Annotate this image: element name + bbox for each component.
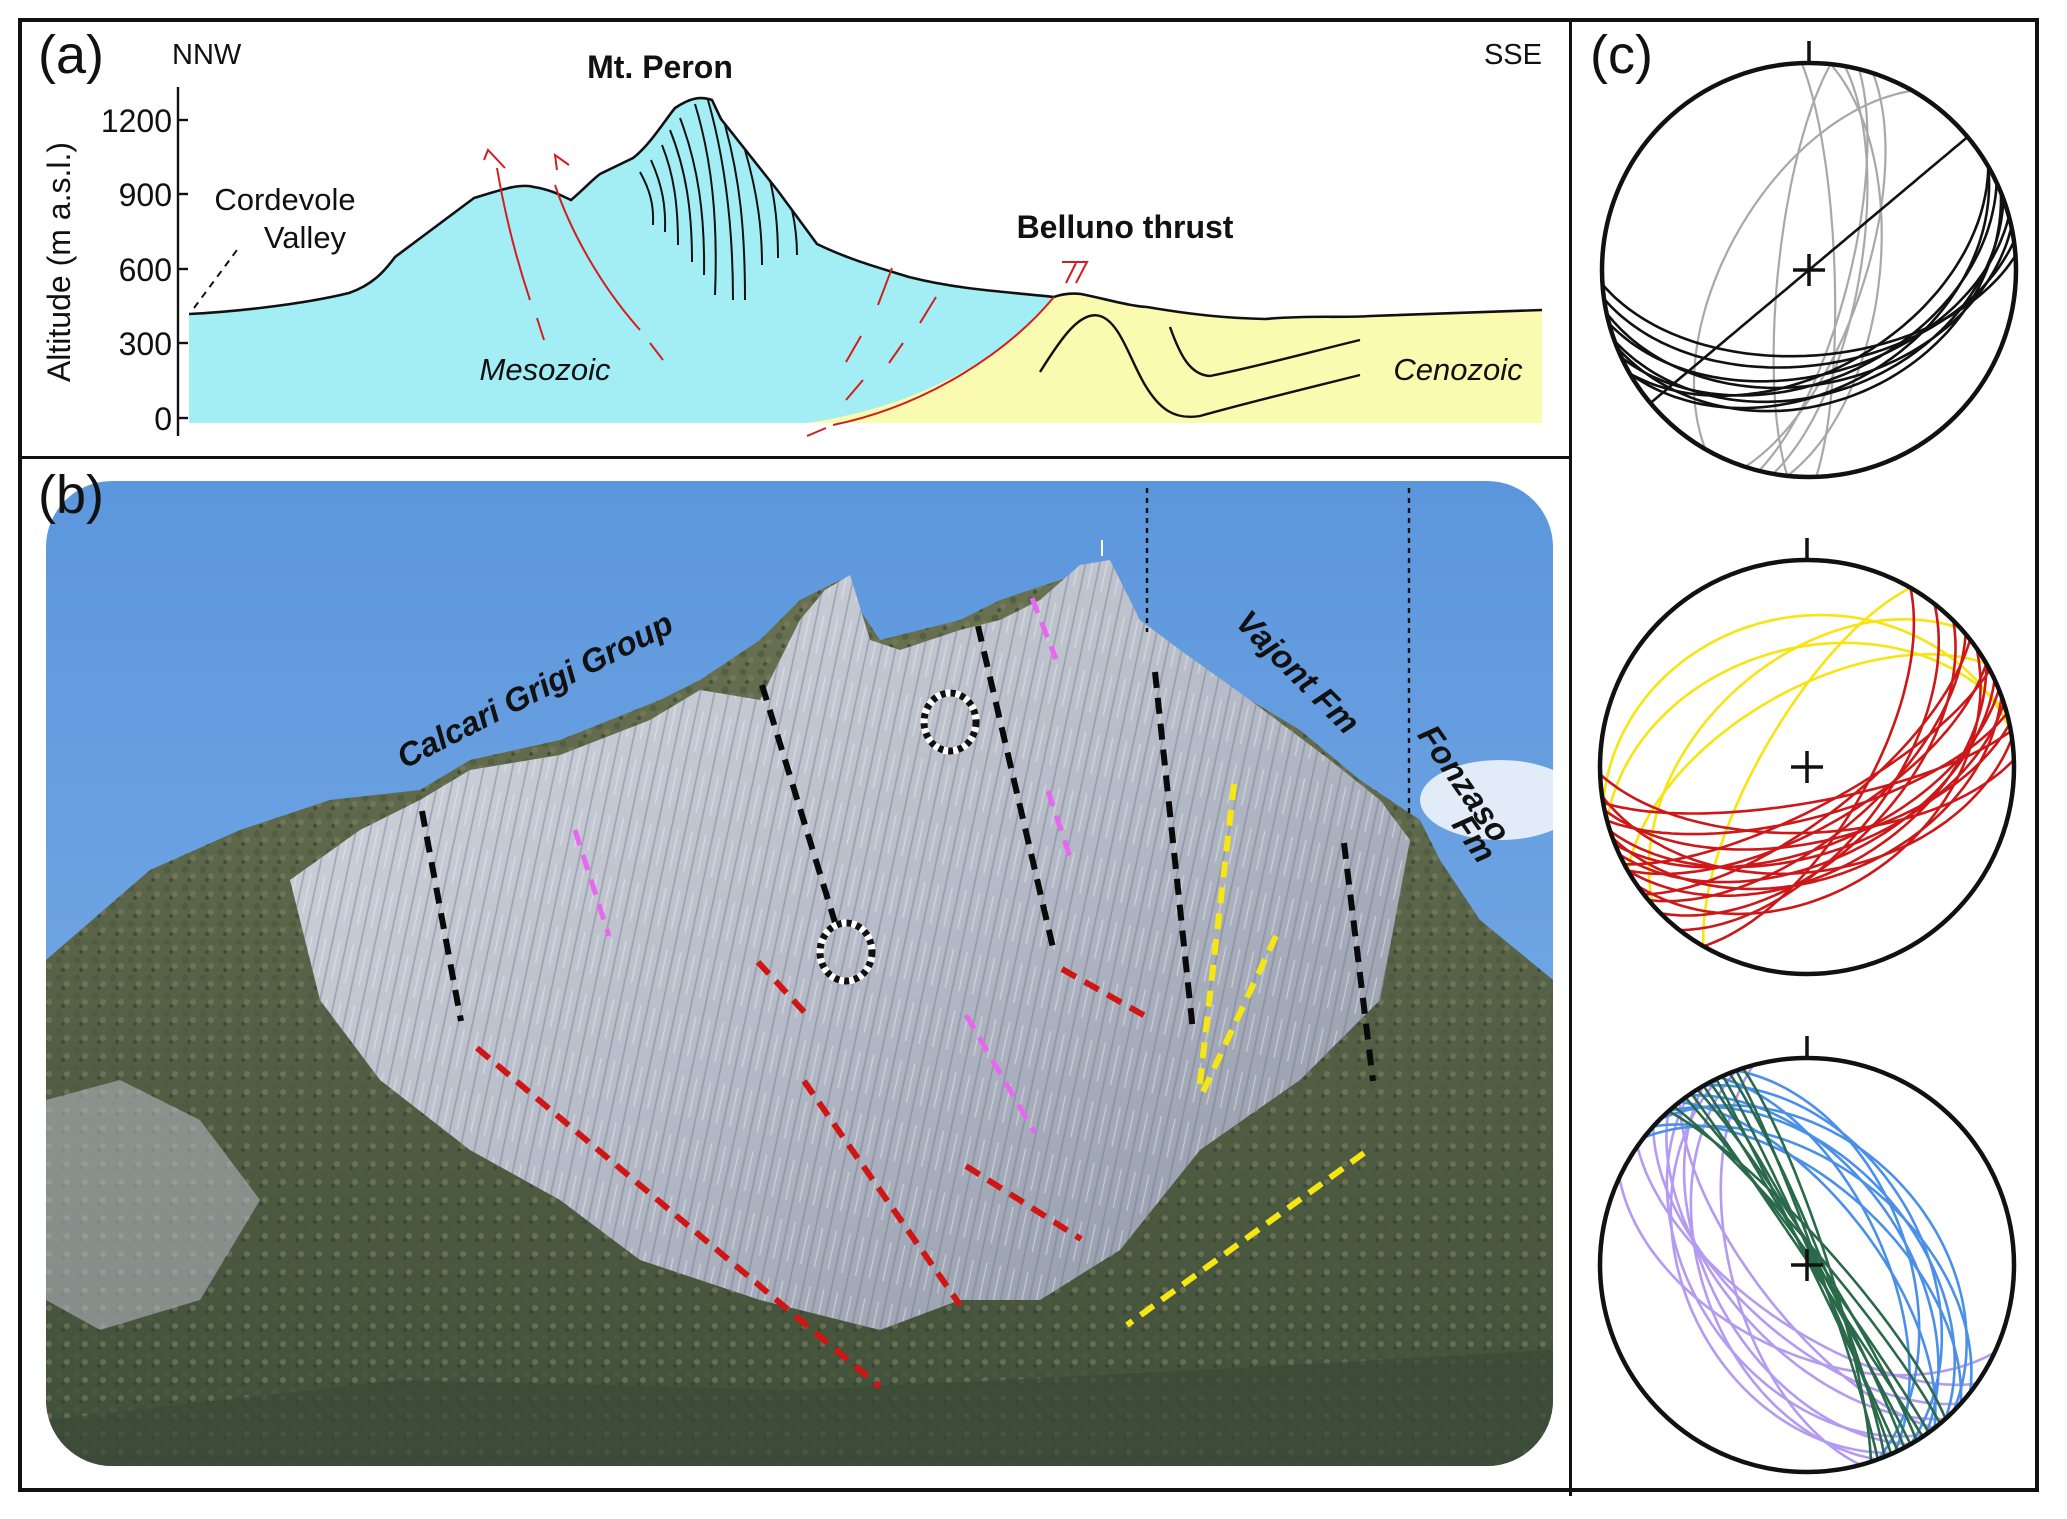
panel-label-a: (a) bbox=[38, 25, 104, 85]
great-circle bbox=[1611, 696, 2003, 891]
fold-lines bbox=[1038, 314, 1361, 419]
field-photo bbox=[46, 481, 1553, 1466]
cenozoic-unit bbox=[807, 293, 1542, 423]
great-circle bbox=[1601, 613, 2013, 804]
thrust-label: Belluno thrust bbox=[1017, 209, 1234, 245]
gray-set bbox=[1692, 63, 1913, 477]
great-circle bbox=[1636, 648, 1982, 916]
great-circle bbox=[1679, 603, 1940, 932]
great-circle bbox=[1602, 730, 2012, 815]
figure-frame bbox=[18, 18, 2039, 1492]
valley-label-line2: Valley bbox=[264, 220, 347, 255]
great-circle bbox=[1679, 1100, 1937, 1429]
great-circle bbox=[1688, 1094, 1940, 1436]
great-circle bbox=[1647, 618, 1962, 906]
great-circle bbox=[1735, 1069, 1921, 1461]
great-circle bbox=[1703, 587, 1916, 948]
great-circle bbox=[1660, 620, 1957, 917]
great-circle bbox=[1660, 1103, 1969, 1412]
mesozoic-unit bbox=[189, 98, 1054, 423]
great-circle bbox=[1692, 89, 1913, 450]
cloud bbox=[1420, 760, 1553, 840]
great-circle bbox=[1643, 1124, 1973, 1393]
great-circle bbox=[1600, 737, 2014, 876]
great-circle bbox=[1719, 1076, 1911, 1454]
bedding-lines bbox=[639, 99, 798, 301]
panel-divider-vertical bbox=[1569, 18, 1572, 1496]
great-circle bbox=[1609, 702, 2006, 869]
great-circle bbox=[1603, 240, 2016, 369]
great-circle bbox=[1606, 712, 2008, 836]
tick-label-1200: 1200 bbox=[101, 103, 172, 139]
valley-label-line1: Cordevole bbox=[214, 182, 355, 217]
direction-sse: SSE bbox=[1484, 39, 1542, 71]
great-circle bbox=[1800, 63, 1837, 477]
altitude-axis bbox=[176, 87, 188, 436]
stereonet-3 bbox=[1597, 1036, 2017, 1475]
great-circle bbox=[1626, 653, 1987, 871]
great-circle bbox=[1786, 63, 1883, 477]
direction-nnw: NNW bbox=[172, 39, 242, 71]
great-circle bbox=[1684, 1096, 1930, 1434]
tick-label-0: 0 bbox=[154, 401, 172, 437]
blue-set bbox=[1643, 1069, 1973, 1461]
great-circle bbox=[1682, 1085, 1911, 1446]
formation-boundaries bbox=[1145, 488, 1411, 817]
great-circle bbox=[1624, 669, 1991, 866]
great-circle bbox=[1772, 63, 1832, 477]
great-circle bbox=[1600, 758, 2014, 835]
stereonet-2 bbox=[1597, 538, 2017, 977]
cross-section-panel: 0 300 600 900 1200 Altitude (m a.s.l.) N… bbox=[41, 39, 1543, 437]
great-circle bbox=[1605, 226, 2013, 390]
tick-label-900: 900 bbox=[119, 177, 172, 213]
panel-divider-horizontal bbox=[18, 456, 1571, 459]
great-circle bbox=[1741, 1067, 1873, 1462]
pink-discontinuities bbox=[572, 597, 1075, 1135]
highlight-circles bbox=[816, 689, 980, 985]
great-circle bbox=[1613, 199, 2005, 404]
tick-label-300: 300 bbox=[119, 326, 172, 362]
great-circle bbox=[1744, 72, 1887, 468]
altitude-tick-labels: 0 300 600 900 1200 bbox=[101, 103, 172, 437]
great-circle bbox=[1643, 639, 1972, 896]
red-set bbox=[1600, 587, 2014, 948]
black-discontinuities bbox=[419, 625, 1376, 1082]
great-circle bbox=[1603, 723, 2011, 851]
photo-scene bbox=[46, 481, 1553, 1466]
peak-label: Mt. Peron bbox=[587, 49, 733, 85]
great-circle bbox=[1667, 1110, 1947, 1420]
panel-label-c: (c) bbox=[1590, 25, 1653, 85]
great-circle bbox=[1627, 663, 1988, 876]
topographic-profile bbox=[188, 96, 1543, 321]
great-circle bbox=[1616, 192, 2003, 413]
stereonet-1 bbox=[1599, 41, 2019, 480]
great-circle bbox=[1651, 1126, 1961, 1406]
red-discontinuities bbox=[475, 959, 1149, 1390]
great-circle bbox=[1772, 65, 1869, 475]
center-cross bbox=[1793, 254, 1825, 286]
great-circle bbox=[1605, 641, 2008, 821]
green-set bbox=[1667, 1067, 1947, 1462]
fault-lines bbox=[496, 167, 1077, 437]
panel-label-b: (b) bbox=[38, 465, 104, 525]
great-circle bbox=[1629, 166, 1990, 398]
tick-label-600: 600 bbox=[119, 252, 172, 288]
great-circle bbox=[1669, 1076, 1895, 1454]
thrust-arrows bbox=[483, 148, 1089, 284]
great-circle bbox=[1627, 663, 1988, 897]
great-circle bbox=[1602, 254, 2016, 358]
great-circle bbox=[1689, 1069, 1879, 1461]
black-set bbox=[1602, 135, 2016, 413]
cenozoic-label: Cenozoic bbox=[1393, 352, 1523, 387]
great-circle bbox=[1703, 1084, 1944, 1446]
y-axis-label: Altitude (m a.s.l.) bbox=[41, 142, 77, 382]
yellow-discontinuities bbox=[1125, 783, 1366, 1328]
mesozoic-label: Mesozoic bbox=[480, 352, 611, 387]
center-cross bbox=[1791, 751, 1823, 783]
center-cross bbox=[1791, 1249, 1823, 1281]
